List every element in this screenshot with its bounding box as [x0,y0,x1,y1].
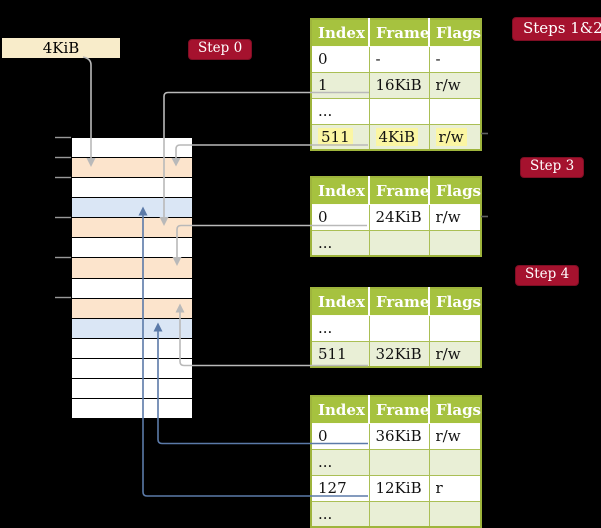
col-header-flags: Flags [429,396,482,424]
memory-row [72,138,192,159]
memory-row [72,358,192,379]
cell-flags: r/w [428,123,482,151]
cell-index: 0 [310,45,370,73]
col-header-frame: Frame [369,19,430,47]
badge-step-4: Step 4 [515,265,580,286]
root-table-pointer-box: 4KiB [2,38,120,58]
cell-frame: - [368,45,430,73]
cell-frame: 16KiB [368,71,430,99]
col-header-frame: Frame [369,288,430,316]
cell-index: ... [310,314,370,342]
highlight-mark: r/w [435,127,467,146]
memory-row [72,338,192,359]
memory-row [72,298,192,319]
col-header-index: Index [311,19,370,47]
highlight-mark: 4KiB [375,127,419,146]
col-header-index: Index [311,396,370,424]
badge-steps-1-2: Steps 1&2 [512,17,601,42]
memory-row [72,318,192,339]
cell-flags [428,448,482,476]
table-row: 0 36KiB r/w [310,422,482,450]
cell-frame [368,97,430,125]
table-header-row: Index Frame Flags [311,177,482,205]
cell-index: 127 [310,474,370,502]
cell-flags: - [428,45,482,73]
page-table-steps-1-2: Index Frame Flags 0 - - 1 16KiB r/w ... … [310,18,482,151]
col-header-frame: Frame [369,396,430,424]
table-row: 511 32KiB r/w [310,340,482,368]
memory-row [72,278,192,299]
col-header-index: Index [311,177,370,205]
page-table-final-level: Index Frame Flags 0 36KiB r/w ... 127 12… [310,395,482,528]
cell-index: 511 [310,340,370,368]
cell-frame [368,314,430,342]
memory-row [72,258,192,279]
page-table-step-4: Index Frame Flags ... 511 32KiB r/w [310,287,482,368]
cell-frame [368,229,430,257]
memory-row [72,218,192,239]
cell-index: 511 [310,123,370,151]
cell-frame: 12KiB [368,474,430,502]
cell-index: 0 [310,422,370,450]
table-row: ... [310,97,482,125]
cell-flags [428,229,482,257]
cell-flags: r/w [428,71,482,99]
cell-frame: 4KiB [368,123,430,151]
table-row: ... [310,500,482,528]
cell-index: ... [310,97,370,125]
col-header-flags: Flags [429,19,482,47]
page-table-step-3: Index Frame Flags 0 24KiB r/w ... [310,176,482,257]
cell-flags [428,97,482,125]
cell-frame [368,500,430,528]
highlight-mark: 511 [318,127,353,146]
col-header-frame: Frame [369,177,430,205]
memory-tick-marks [55,136,71,299]
cell-frame: 24KiB [368,203,430,231]
badge-step-0: Step 0 [188,39,253,60]
table-row-highlighted: 511 4KiB r/w [310,123,482,151]
cell-flags [428,314,482,342]
cell-index: ... [310,229,370,257]
cell-frame: 32KiB [368,340,430,368]
cell-frame: 36KiB [368,422,430,450]
col-header-index: Index [311,288,370,316]
cell-flags [428,500,482,528]
cell-index: ... [310,500,370,528]
cell-frame [368,448,430,476]
memory-row [72,198,192,219]
memory-row [72,378,192,400]
cell-index: ... [310,448,370,476]
memory-row [72,399,192,419]
table-row: 127 12KiB r [310,474,482,502]
table-header-row: Index Frame Flags [311,288,482,316]
cell-flags: r/w [428,340,482,368]
cell-flags: r/w [428,203,482,231]
table-header-row: Index Frame Flags [311,19,482,47]
col-header-flags: Flags [429,288,482,316]
col-header-flags: Flags [429,177,482,205]
memory-row [72,158,192,179]
table-row: 1 16KiB r/w [310,71,482,99]
cell-flags: r/w [428,422,482,450]
cell-flags: r [428,474,482,502]
memory-row [72,178,192,199]
badge-step-3: Step 3 [520,157,585,178]
cell-index: 0 [310,203,370,231]
table-row: 0 - - [310,45,482,73]
cell-index: 1 [310,71,370,99]
table-row: ... [310,229,482,257]
table-row: ... [310,448,482,476]
table-header-row: Index Frame Flags [311,396,482,424]
table-row: 0 24KiB r/w [310,203,482,231]
table-row: ... [310,314,482,342]
memory-row [72,238,192,259]
physical-memory-column [71,137,193,419]
row-marker-dashes [481,132,488,218]
